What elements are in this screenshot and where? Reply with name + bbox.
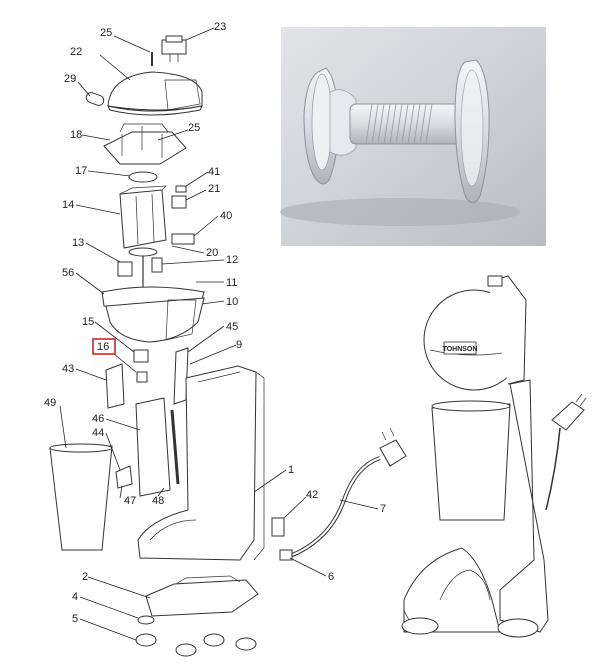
part-label: 48: [152, 495, 164, 507]
part-label: 25: [100, 27, 112, 39]
part-label: 42: [306, 489, 318, 501]
part-label: 4: [72, 591, 78, 603]
part-label: 9: [236, 339, 242, 351]
part-label: 15: [82, 316, 94, 328]
part-labels: 25 23 22 29 18 25 17 41 21 14 40 13 20 1…: [44, 21, 386, 625]
part-label: 44: [92, 427, 104, 439]
part-label: 41: [208, 166, 220, 178]
part-label: 13: [72, 237, 84, 249]
part-label: 7: [380, 503, 386, 515]
part-label: 25: [188, 122, 200, 134]
part-label: 46: [92, 413, 104, 425]
part-label: 47: [124, 495, 136, 507]
part-label: 40: [220, 210, 232, 222]
part-label: 2: [82, 571, 88, 583]
part-label: 43: [62, 363, 74, 375]
part-label: 18: [70, 129, 82, 141]
assembled-mixer: TOHNSON: [401, 275, 587, 638]
part-label: 21: [208, 183, 220, 195]
leader-lines: [59, 27, 379, 641]
part-label: 17: [75, 165, 87, 177]
part-label: 16: [97, 341, 109, 353]
part-photo: [280, 27, 546, 246]
part-label: 20: [206, 247, 218, 259]
part-label: 45: [226, 321, 238, 333]
part-label: 49: [44, 397, 56, 409]
highlight-box: [92, 338, 116, 355]
part-label: 6: [328, 571, 334, 583]
part-label: 10: [226, 296, 238, 308]
part-label: 29: [64, 73, 76, 85]
part-label: 1: [288, 464, 294, 476]
part-label: 23: [214, 21, 226, 33]
brand-label: TOHNSON: [443, 346, 478, 353]
part-label: 56: [62, 267, 74, 279]
part-label: 5: [72, 613, 78, 625]
part-label: 14: [62, 199, 74, 211]
part-label: 11: [226, 277, 237, 289]
part-label: 22: [70, 46, 82, 58]
part-label: 12: [226, 254, 238, 266]
exploded-view: [49, 35, 407, 657]
